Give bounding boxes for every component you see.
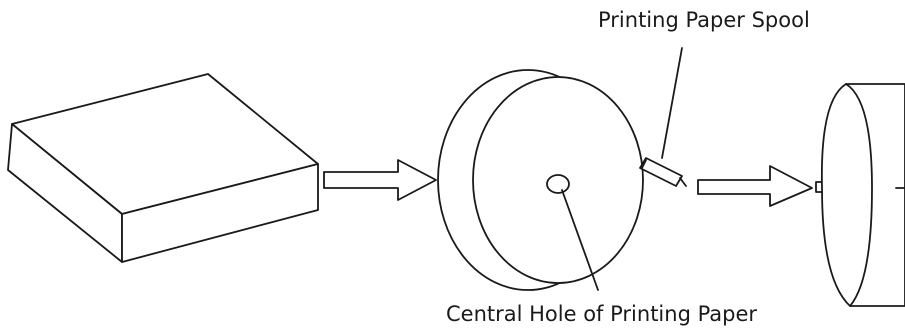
central-hole-label: Central Hole of Printing Paper (446, 302, 757, 326)
central-hole-leader-line (561, 189, 599, 291)
central-hole (546, 174, 570, 194)
process-arrow-1 (323, 159, 437, 201)
spool-leader-line (661, 47, 683, 159)
process-arrow-2 (697, 165, 813, 207)
paper-block (7, 73, 319, 263)
spool-rod (639, 157, 687, 187)
spool-label: Printing Paper Spool (598, 8, 810, 32)
mounted-roll (815, 83, 905, 307)
paper-roll (437, 69, 644, 291)
